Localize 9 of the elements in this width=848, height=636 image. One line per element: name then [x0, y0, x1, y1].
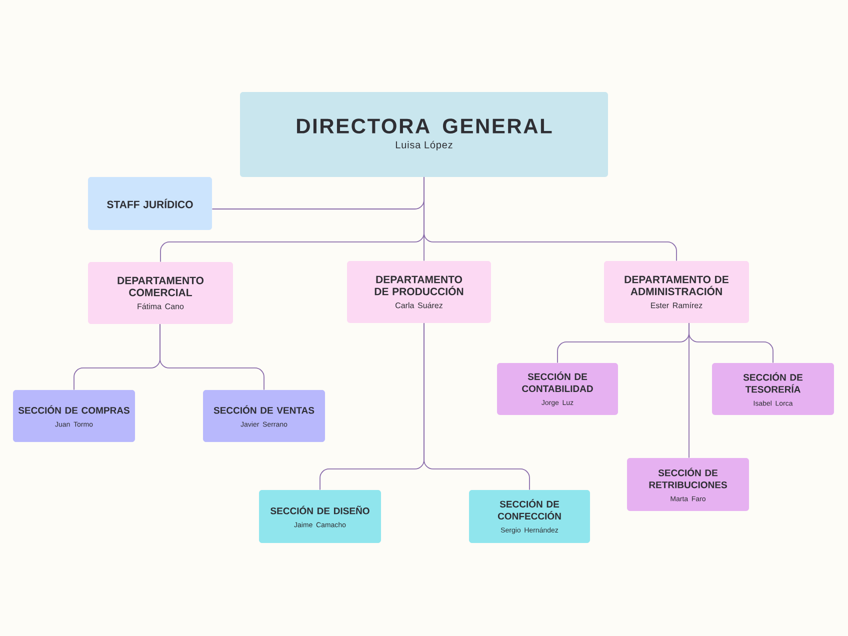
department-box: DEPARTAMENTO DE ADMINISTRACIÓN Ester Ramírez: [604, 260, 749, 323]
connector-line: [424, 176, 677, 262]
director-box: DIRECTORA GENERAL Luisa López: [240, 92, 608, 177]
staff-box: STAFF JURÍDICO: [88, 176, 212, 230]
connector-line: [424, 322, 530, 490]
department-box: DEPARTAMENTO DE PRODUCCIÓN Carla Suárez: [347, 260, 491, 323]
connector-line: [160, 324, 264, 390]
connector-line: [688, 322, 690, 458]
department-box: DEPARTAMENTO COMERCIAL Fátima Cano: [88, 262, 233, 324]
